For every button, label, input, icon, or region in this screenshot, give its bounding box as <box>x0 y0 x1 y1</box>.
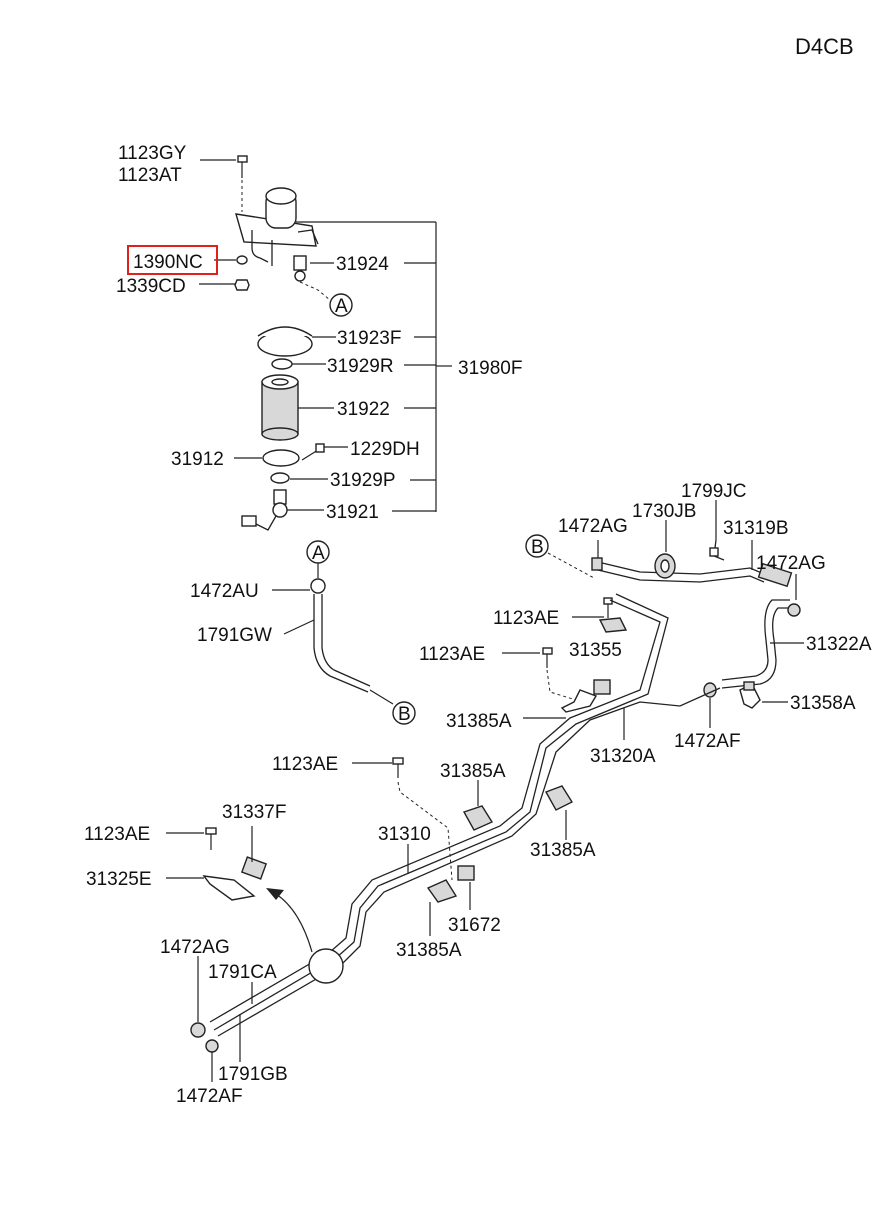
clamp-1472ag-bottom <box>190 1022 206 1038</box>
label-31923f: 31923F <box>337 328 401 349</box>
oring-31929r <box>271 358 293 370</box>
label-31325e: 31325E <box>86 869 152 890</box>
label-1472ag-top: 1472AG <box>558 516 628 537</box>
connector-b-left: B <box>392 701 416 725</box>
washer-1390nc <box>236 255 248 265</box>
highlight-box-1390nc <box>127 245 218 275</box>
detail-arrow <box>275 893 313 953</box>
label-1791ca: 1791CA <box>208 962 277 983</box>
label-1730jb: 1730JB <box>632 501 696 522</box>
label-31924: 31924 <box>336 254 389 275</box>
label-1791gb: 1791GB <box>218 1064 288 1085</box>
label-31358a: 31358A <box>790 693 856 714</box>
bracket-31385a-d <box>426 879 458 903</box>
label-1791gw: 1791GW <box>197 625 272 646</box>
detail-circle <box>308 948 344 984</box>
label-1390nc: 1390NC <box>133 252 203 273</box>
connector-a-top: A <box>329 293 353 317</box>
sensor-31924 <box>293 255 307 282</box>
label-1229dh: 1229DH <box>350 439 420 460</box>
fuel-filter-assembly <box>234 155 331 531</box>
bracket-31325e <box>202 875 256 901</box>
label-1123ae-b: 1123AE <box>419 644 485 665</box>
bolt-1123ae-c <box>392 757 404 778</box>
detail-arrowhead <box>266 888 284 900</box>
label-1472ag-right: 1472AG <box>756 553 826 574</box>
label-31922: 31922 <box>337 399 390 420</box>
label-1472au: 1472AU <box>190 581 259 602</box>
label-31310: 31310 <box>378 824 431 845</box>
nut-1339cd <box>234 279 250 291</box>
bracket-31385a-a <box>560 689 598 713</box>
label-31319b: 31319B <box>723 518 789 539</box>
leaders-right-top <box>502 500 804 740</box>
filter-cartridge-31922 <box>261 374 299 441</box>
bolt-1123ae-d <box>205 827 217 850</box>
clip-31337f <box>240 856 268 880</box>
grommet-1730jb <box>654 553 676 579</box>
filter-head <box>235 187 319 266</box>
label-1123ae-a: 1123AE <box>493 608 559 629</box>
label-31337f: 31337F <box>222 802 286 823</box>
bolt-1123ae-b <box>542 647 553 668</box>
leaders-top <box>199 159 348 511</box>
clip-31355 <box>593 679 611 695</box>
hose-31322a <box>721 599 801 689</box>
label-31385a-b: 31385A <box>440 761 506 782</box>
label-1123ae-c: 1123AE <box>272 754 338 775</box>
clamp-31912 <box>262 449 300 467</box>
label-31320a: 31320A <box>590 746 656 767</box>
bolt-1123ae-a <box>598 597 628 633</box>
return-hose-31319b <box>591 557 793 588</box>
clamp-1472au <box>310 578 326 594</box>
label-31322a: 31322A <box>806 634 872 655</box>
label-1123at: 1123AT <box>118 165 182 186</box>
cap-31923f <box>257 326 313 357</box>
label-31355: 31355 <box>569 640 622 661</box>
bracket-31385a-b <box>462 805 494 831</box>
bracket-31385a-c <box>544 785 574 811</box>
drain-plug-31921 <box>241 489 288 531</box>
label-31385a-c: 31385A <box>530 840 596 861</box>
label-1799jc: 1799JC <box>681 481 747 502</box>
svg-text:B: B <box>398 704 411 725</box>
svg-text:B: B <box>531 537 544 558</box>
engine-code: D4CB <box>795 34 854 59</box>
svg-text:A: A <box>312 543 325 564</box>
bolt-1123gy <box>237 155 248 178</box>
connector-a-bottom: A <box>306 540 330 564</box>
hose-1791gw <box>313 594 369 693</box>
connector-b-right: B <box>525 534 549 558</box>
label-31921: 31921 <box>326 502 379 523</box>
clip-31672 <box>457 865 475 881</box>
label-1339cd: 1339CD <box>116 276 186 297</box>
label-1472af-bottom: 1472AF <box>176 1086 243 1107</box>
oring-31929p <box>270 472 290 484</box>
label-31980f: 31980F <box>458 358 522 379</box>
label-31672: 31672 <box>448 915 501 936</box>
leaders-lower <box>166 762 567 1082</box>
label-31385a-d: 31385A <box>396 940 462 961</box>
label-31929p: 31929P <box>330 470 396 491</box>
clamp-1472af-bottom <box>205 1039 219 1053</box>
clamp-31358a <box>739 681 761 709</box>
label-1123ae-d: 1123AE <box>84 824 150 845</box>
label-31929r: 31929R <box>327 356 394 377</box>
label-1472af-mid: 1472AF <box>674 731 741 752</box>
svg-text:A: A <box>335 296 348 317</box>
bolt-1229dh <box>301 443 325 461</box>
clip-1799jc <box>709 539 725 561</box>
label-1123gy: 1123GY <box>118 143 187 164</box>
assembly-bracket-31980f <box>296 221 452 512</box>
label-31912: 31912 <box>171 449 224 470</box>
pipe-bundle-31320a <box>209 593 721 1037</box>
label-1472ag-bottom: 1472AG <box>160 937 230 958</box>
label-31385a-a: 31385A <box>446 711 512 732</box>
